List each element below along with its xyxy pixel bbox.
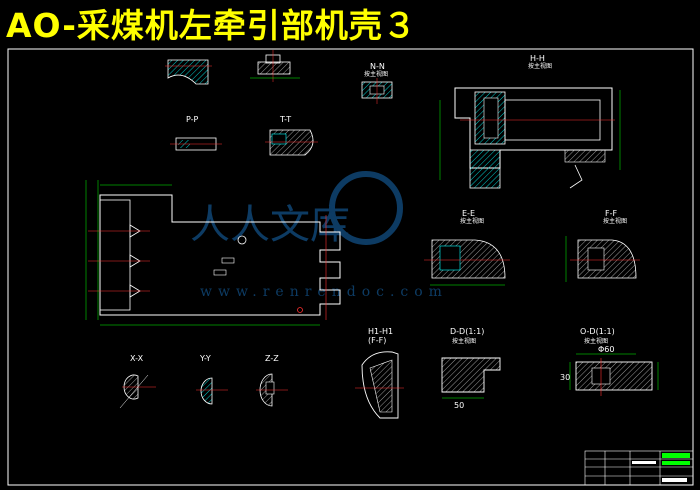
label-od: O-D(1:1) xyxy=(580,327,615,336)
label-ff: F-F xyxy=(605,209,617,218)
label-nn: N-N xyxy=(370,62,385,71)
label-h1-sub: (F-F) xyxy=(368,336,386,345)
watermark: 人人文库 www.renrendoc.com xyxy=(190,171,448,300)
label-tt: T-T xyxy=(279,115,291,124)
label-ff-sub: 按主视图 xyxy=(603,217,627,225)
section-tt: T-T xyxy=(265,115,318,156)
label-dd-sub: 按主视图 xyxy=(452,337,476,345)
label-xx: X-X xyxy=(130,354,144,363)
drawing-frame xyxy=(7,48,694,486)
label-yy: Y-Y xyxy=(199,354,211,363)
label-pp: P-P xyxy=(186,115,199,124)
section-pp: P-P xyxy=(170,115,222,151)
section-nn: N-N 按主视图 xyxy=(361,62,393,104)
section-h1: H1-H1 (F-F) xyxy=(355,327,404,419)
dim-dd-width: 50 xyxy=(454,401,464,410)
watermark-url: www.renrendoc.com xyxy=(200,284,448,300)
label-ee-sub: 按主视图 xyxy=(460,217,484,225)
section-ee: E-E 按主视图 xyxy=(424,209,510,286)
dim-od-dia: Φ60 xyxy=(598,345,614,354)
section-yy: Y-Y xyxy=(196,354,228,405)
drawing-title: AO-采煤机左牵引部机壳３ xyxy=(6,6,417,45)
section-od: O-D(1:1) 按主视图 Φ60 30 xyxy=(560,327,659,396)
section-xx: X-X xyxy=(119,354,156,409)
label-hh-sub: 按主视图 xyxy=(528,62,552,70)
label-h1: H1-H1 xyxy=(368,327,393,336)
label-zz: Z-Z xyxy=(265,354,279,363)
detail-top-center xyxy=(250,50,300,82)
section-ff: F-F 按主视图 xyxy=(565,209,640,282)
main-view xyxy=(85,180,341,326)
dim-od-height: 30 xyxy=(560,373,570,382)
section-zz: Z-Z xyxy=(256,354,288,407)
label-dd: D-D(1:1) xyxy=(450,327,484,336)
label-od-sub: 按主视图 xyxy=(584,337,608,345)
label-hh: H-H xyxy=(530,54,545,63)
label-nn-sub: 按主视图 xyxy=(364,70,388,78)
watermark-brand: 人人文库 xyxy=(190,202,350,248)
detail-top-left xyxy=(165,59,212,85)
section-dd: D-D(1:1) 按主视图 50 xyxy=(441,327,501,410)
section-hh: H-H 按主视图 xyxy=(439,54,621,189)
title-block xyxy=(584,450,694,486)
label-ee: E-E xyxy=(462,209,475,218)
